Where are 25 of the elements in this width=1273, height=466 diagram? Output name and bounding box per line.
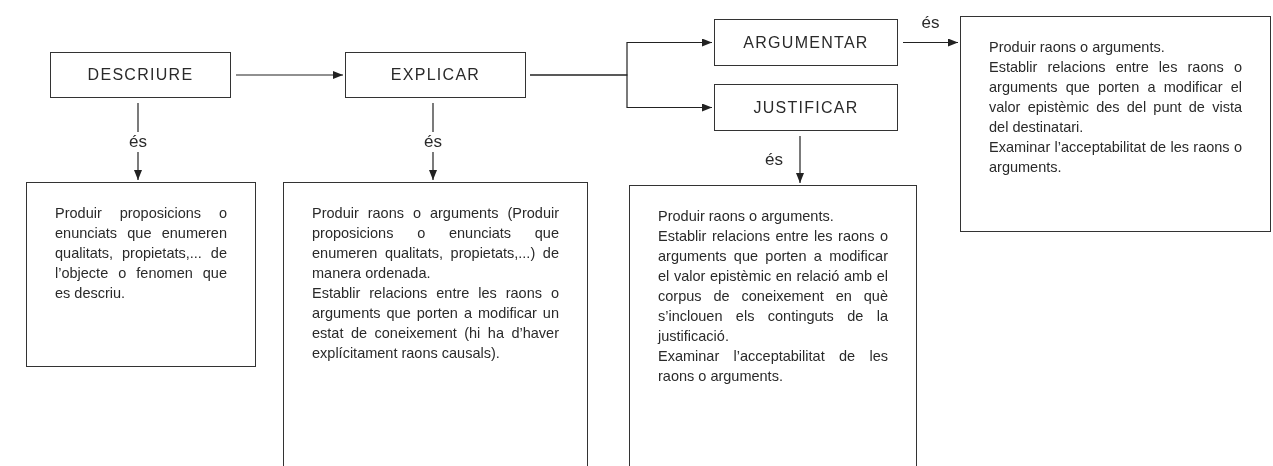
definition-text: Examinar l’acceptabilitat de les raons o arguments. [989,138,1242,177]
arrow [902,38,959,47]
arrow [429,102,437,181]
definition-text: Produir proposicions o enunciats que enumeren qualitats, propietats,... de l’objecte o fenomen que es descriu. [55,204,227,303]
stage-box: DESCRIURE [50,52,231,98]
stage-box: ARGUMENTAR [714,19,898,66]
definition-box [283,182,588,466]
edge-label: és [127,131,149,152]
definition-text: Examinar l’acceptabilitat de les raons o arguments. [658,347,888,386]
arrow [235,71,344,79]
definition-text: Produir raons o arguments (Produir proposicions o enunciats que enumeren qualitats, propietats,...) de manera ordenada. [312,204,559,283]
definition-box [960,16,1271,232]
definition-text: Establir relacions entre les raons o arguments que porten a modificar un estat de coneixement (hi ha d’haver explícitament raons causals). [312,284,559,363]
definition-text: Produir raons o arguments. [989,38,1166,57]
definition-box [26,182,256,367]
definition-text: Establir relacions entre les raons o arguments que porten a modificar el valor epistèmic en relació amb el corpus de coneixement en què s’inclouen els continguts de la justificació. [658,227,888,346]
definition-text: Produir raons o arguments. [658,207,835,226]
definition-text: Establir relacions entre les raons o arguments que porten a modificar el valor epistèmic des del punt de vista del destinatari. [989,58,1242,137]
definition-box [629,185,917,466]
arrow [134,102,142,181]
stage-box: EXPLICAR [345,52,526,98]
arrow [796,135,804,184]
arrow [529,74,713,112]
stage-box: JUSTIFICAR [714,84,898,131]
edge-label: és [422,131,444,152]
